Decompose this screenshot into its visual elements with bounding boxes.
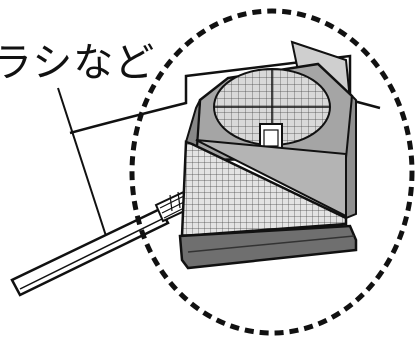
filter-cover-icon (180, 42, 356, 268)
leader-line (58, 88, 106, 236)
brush-icon (12, 189, 195, 295)
caption-text: ラシなど (0, 39, 155, 87)
